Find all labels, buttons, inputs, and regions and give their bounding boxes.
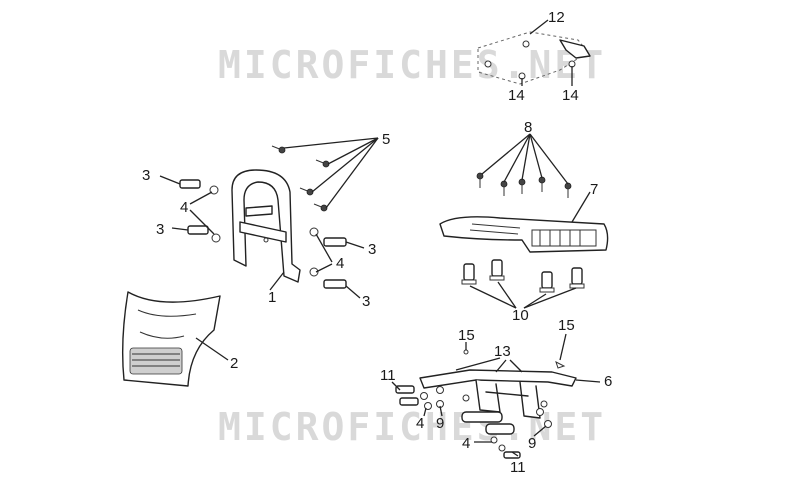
callout-14b: 14 (562, 87, 579, 104)
callout-5: 5 (382, 131, 390, 148)
bolts-11-4-9 (395, 385, 552, 459)
side-cover-part-2 (121, 291, 221, 387)
callout-9b: 9 (528, 435, 536, 452)
callout-3a: 3 (142, 167, 150, 184)
callout-4c: 4 (416, 415, 424, 432)
callouts: 12 14 14 5 3 4 3 3 4 3 1 2 8 7 10 15 15 … (142, 9, 612, 476)
callout-15b: 15 (558, 317, 575, 334)
callout-11a: 11 (380, 367, 396, 384)
callout-1: 1 (268, 289, 276, 306)
callout-3c: 3 (368, 241, 376, 258)
callout-10: 10 (512, 307, 529, 324)
callout-13: 13 (494, 343, 511, 360)
rear-rack-part-7 (439, 216, 609, 253)
callout-3b: 3 (156, 221, 164, 238)
callout-4d: 4 (462, 435, 470, 452)
callout-6: 6 (604, 373, 612, 390)
pins-15 (463, 349, 566, 369)
watermark-top: MICROFICHES.NET (218, 43, 606, 87)
callout-15a: 15 (458, 327, 475, 344)
callout-12: 12 (548, 9, 565, 26)
callout-4a: 4 (180, 199, 188, 216)
callout-2: 2 (230, 355, 238, 372)
grab-handle-part-1 (231, 169, 301, 283)
leader-lines (159, 19, 601, 457)
bolts-10 (461, 259, 585, 293)
callout-7: 7 (590, 181, 598, 198)
screws-8 (476, 172, 572, 198)
top-bracket-assembly (477, 31, 591, 85)
callout-9a: 9 (436, 415, 444, 432)
callout-14a: 14 (508, 87, 525, 104)
callout-4b: 4 (336, 255, 344, 272)
callout-8: 8 (524, 119, 532, 136)
callout-3d: 3 (362, 293, 370, 310)
callout-11b: 11 (510, 459, 526, 476)
